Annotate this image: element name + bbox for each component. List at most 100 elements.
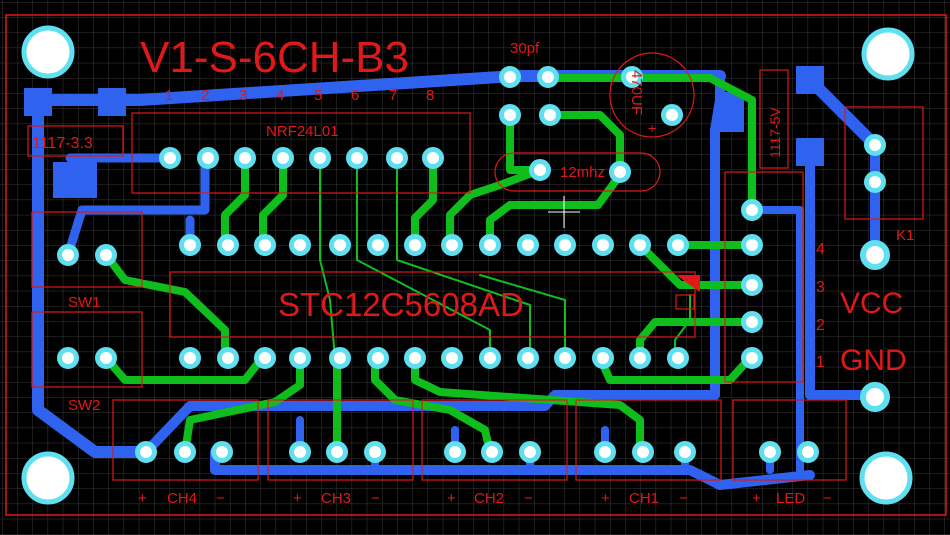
mcu-top-pad-6	[367, 234, 389, 256]
mcu-top-pad-2	[217, 234, 239, 256]
regulator-5v-label: 1117-5V	[767, 106, 783, 158]
sw1-outline	[31, 211, 143, 288]
regulator-33-label: 1117-3.3	[32, 135, 93, 152]
module-pin-8: 8	[426, 87, 434, 104]
silkscreen-outlines	[27, 52, 924, 481]
vcc-label: VCC	[840, 287, 903, 320]
crystal-pad-1	[529, 159, 551, 181]
ch1-plus: +	[601, 490, 610, 507]
mcu-top-pad-3	[254, 234, 276, 256]
smd-pads	[24, 66, 824, 198]
ch4-pad-3	[211, 441, 233, 463]
cap-pad-5	[621, 66, 643, 88]
mcu-bottom-pad-13	[629, 347, 651, 369]
ch2-pad-3	[519, 441, 541, 463]
module-pin-2: 2	[201, 87, 209, 104]
ch3-pad-1	[289, 441, 311, 463]
header-pad-3	[741, 274, 763, 296]
ch4-minus: −	[216, 490, 225, 507]
board-outline	[5, 14, 947, 516]
mcu-label: STC12C5608AD	[278, 286, 524, 323]
regulator-33-outline	[27, 125, 124, 157]
led-name: LED	[776, 490, 805, 507]
cap-pad-3	[499, 104, 521, 126]
through-hole-pads	[57, 66, 890, 463]
switch-pad-4	[95, 347, 117, 369]
ch2-outline	[421, 399, 568, 481]
k1-pad-2	[864, 171, 886, 193]
cap-large-label: 470UF	[628, 70, 645, 115]
mcu-outline	[169, 271, 696, 338]
header-pad-2	[741, 234, 763, 256]
crosshair-cursor-icon	[548, 196, 580, 228]
mcu-bottom-pad-6	[367, 347, 389, 369]
ch4-outline	[112, 399, 259, 481]
sw1-label: SW1	[68, 294, 101, 311]
vcc-pad	[860, 240, 890, 270]
switch-pad-3	[57, 347, 79, 369]
ch4-plus: +	[138, 490, 147, 507]
mcu-bottom-pad-11	[554, 347, 576, 369]
ch4-pad-1	[135, 441, 157, 463]
switch-pad-2	[95, 244, 117, 266]
silkscreen-labels: V1-S-6CH-B3 30pf 470UF + 12mhz 1117-3.3 …	[32, 33, 914, 507]
nrf-pad-8	[422, 147, 444, 169]
mcu-bottom-pad-9	[479, 347, 501, 369]
nrf24l01-outline	[131, 112, 471, 194]
nrf-pad-5	[309, 147, 331, 169]
gnd-pad	[860, 382, 890, 412]
cap-pad-2	[537, 66, 559, 88]
mcu-top-pad-9	[479, 234, 501, 256]
top-copper-thin-traces	[319, 157, 691, 359]
cap-large-outline	[609, 52, 695, 138]
cap-large-polarity: +	[648, 120, 656, 136]
mcu-bottom-pad-3	[254, 347, 276, 369]
gnd-label: GND	[840, 344, 907, 377]
ch2-name: CH2	[474, 490, 504, 507]
ch4-pad-2	[174, 441, 196, 463]
module-pin-1: 1	[165, 87, 173, 104]
ch3-name: CH3	[321, 490, 351, 507]
header-pin-1: 1	[816, 354, 825, 371]
cap-pad-4	[539, 104, 561, 126]
mcu-top-pad-1	[179, 234, 201, 256]
crystal-label: 12mhz	[560, 164, 605, 181]
led-outline	[732, 399, 847, 481]
mcu-top-pad-13	[629, 234, 651, 256]
sw2-outline	[31, 311, 143, 388]
ch3-pad-2	[326, 441, 348, 463]
mcu-top-pad-5	[329, 234, 351, 256]
module-pin-4: 4	[276, 87, 284, 104]
regulator-5v-outline	[759, 69, 789, 169]
ch4-name: CH4	[167, 490, 197, 507]
mcu-bottom-pad-2	[217, 347, 239, 369]
mounting-holes	[21, 25, 915, 505]
ch3-outline	[267, 399, 414, 481]
mounting-hole-top-left	[21, 25, 75, 79]
mcu-top-pad-11	[554, 234, 576, 256]
mcu-bottom-pad-4	[289, 347, 311, 369]
header-pad-5	[741, 347, 763, 369]
ch1-outline	[575, 399, 722, 481]
ch1-minus: −	[679, 490, 688, 507]
switch-pad-1	[57, 244, 79, 266]
ch2-pad-2	[481, 441, 503, 463]
mcu-bottom-pad-14	[667, 347, 689, 369]
header-outline	[724, 171, 804, 383]
ch2-plus: +	[447, 490, 456, 507]
board-title: V1-S-6CH-B3	[140, 33, 409, 82]
crystal-outline	[494, 152, 661, 192]
nrf-pad-2	[197, 147, 219, 169]
nrf-pad-1	[159, 147, 181, 169]
nrf-pad-4	[272, 147, 294, 169]
led-plus: +	[752, 490, 761, 507]
mcu-bottom-pad-8	[441, 347, 463, 369]
nrf-pad-6	[346, 147, 368, 169]
mounting-hole-top-right	[861, 27, 915, 81]
header-pin-2: 2	[816, 317, 825, 334]
mcu-bottom-pad-5	[329, 347, 351, 369]
pin1-marker	[676, 275, 700, 292]
ch1-pad-2	[632, 441, 654, 463]
module-pin-5: 5	[314, 87, 322, 104]
